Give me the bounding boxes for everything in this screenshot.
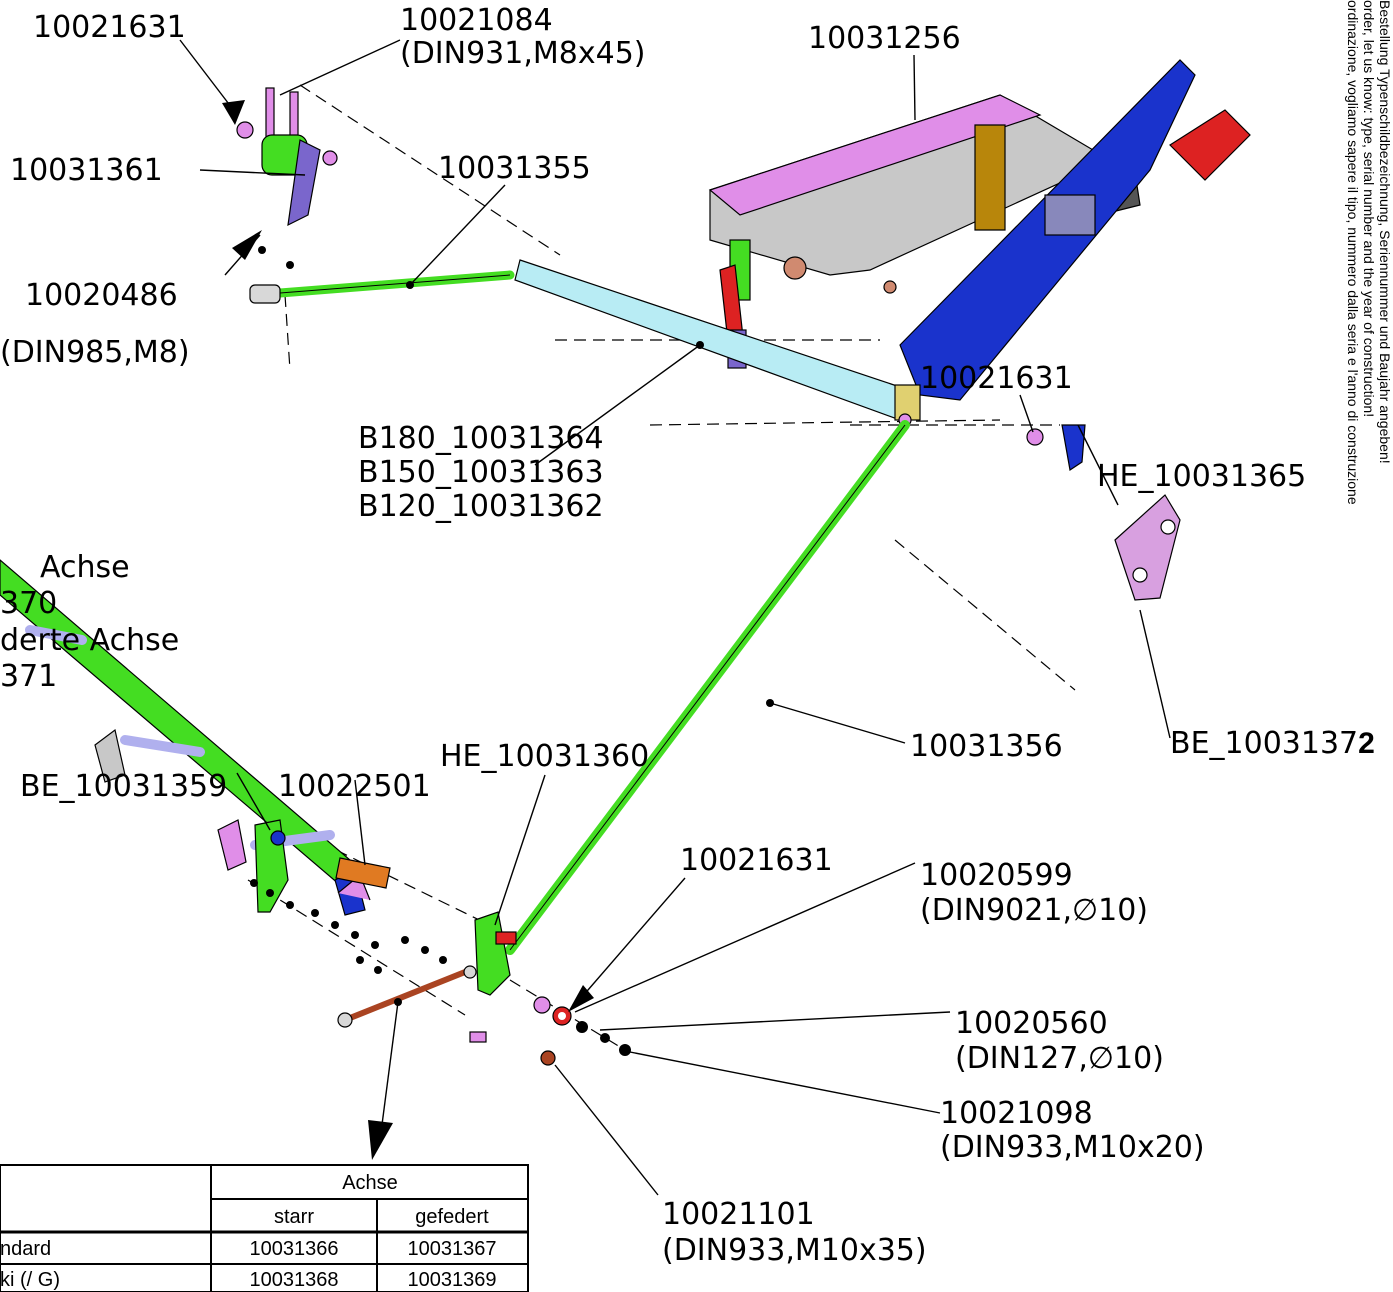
label-10021631-right: 10021631 — [920, 361, 1073, 396]
drawbar-plate — [1044, 194, 1096, 236]
table-col-starr: starr — [274, 1206, 314, 1228]
label-din931: (DIN931,M8x45) — [400, 36, 646, 71]
table-col-gefedert: gefedert — [415, 1206, 489, 1228]
label-he-10031365: HE_10031365 — [1097, 459, 1306, 494]
clip-he-10031365 — [1061, 424, 1086, 472]
label-10021084: 10021084 — [400, 3, 553, 38]
right-small-parts — [1026, 424, 1181, 601]
label-din127: (DIN127,∅10) — [955, 1041, 1164, 1076]
label-b150: B150_10031363 — [358, 455, 604, 490]
label-din933-m10x20: (DIN933,M10x20) — [940, 1130, 1205, 1165]
table-row-2-label: ki (/ G) — [0, 1269, 60, 1291]
bolt-lower — [469, 1031, 487, 1043]
right-clip-dash — [894, 539, 1076, 691]
label-b180: B180_10031364 — [358, 421, 604, 456]
washer-row-dash — [247, 879, 466, 1016]
bolt-din933-20 — [600, 1033, 610, 1043]
drawbar-yellow-bracket — [974, 124, 1006, 231]
nut-10021631-top — [236, 121, 254, 139]
label-10031256: 10031256 — [808, 21, 961, 56]
table-row-1-label: ndard — [0, 1238, 51, 1260]
leader-lines — [179, 39, 1171, 1196]
side-note-it: ordinazione, vogliamo sapere il tipo, nu… — [1345, 0, 1361, 505]
label-din933-m10x35: (DIN933,M10x35) — [662, 1233, 927, 1268]
label-din9021: (DIN9021,∅10) — [920, 893, 1148, 928]
label-10021631-bottom: 10021631 — [680, 843, 833, 878]
top-left-dash — [284, 294, 291, 371]
side-notes: Bestellung Typenschildbezeichnung, Serie… — [1345, 0, 1393, 505]
label-10020560: 10020560 — [955, 1006, 1108, 1041]
label-10021101: 10021101 — [662, 1197, 815, 1232]
purple-lever — [287, 139, 321, 227]
table-row-1-gefedert: 10031367 — [408, 1238, 497, 1260]
tube-link-dash — [649, 419, 1001, 426]
top-dash-line — [299, 84, 561, 256]
table-row-1-starr: 10031366 — [250, 1238, 339, 1260]
label-10021631-topleft: 10021631 — [33, 10, 186, 45]
bracket-he-10031360 — [474, 911, 511, 996]
label-din985: (DIN985,M8) — [0, 335, 190, 370]
label-b120: B120_10031362 — [358, 489, 604, 524]
drawbar-pin-bottom — [883, 280, 897, 294]
table-row-2-starr: 10031368 — [250, 1269, 339, 1291]
washer-din127 — [576, 1021, 588, 1033]
axle-bracket-2 — [217, 819, 247, 871]
table-row-2-gefedert: 10031369 — [408, 1269, 497, 1291]
nut-din985-a — [258, 246, 266, 254]
label-10031355: 10031355 — [438, 151, 591, 186]
side-note-en: order, let us know: type, serial number … — [1361, 0, 1377, 417]
label-derte-achse: derte Achse — [0, 623, 179, 658]
label-be-10031372: BE_10031372 — [1170, 726, 1375, 761]
strut-1 — [25, 625, 87, 645]
plate-10022501 — [335, 857, 391, 889]
label-he-10031360: HE_10031360 — [440, 739, 649, 774]
drawbar-top-magenta — [708, 94, 1042, 216]
tie-rod-brown — [342, 967, 473, 1023]
drawbar-pin — [783, 256, 807, 280]
plate-be-10031372 — [1114, 494, 1181, 601]
axle-bracket-1 — [94, 728, 126, 783]
label-achse: Achse — [40, 550, 130, 585]
label-be-10031359: BE_10031359 — [20, 769, 227, 804]
nut-din985-b — [286, 261, 294, 269]
label-10031361: 10031361 — [10, 153, 163, 188]
labels: 10021631 10021084 (DIN931,M8x45) 1003125… — [0, 3, 1375, 1268]
bolt-din933-35 — [540, 1050, 556, 1066]
washer-top — [322, 150, 338, 166]
table-header-achse: Achse — [342, 1172, 398, 1194]
drawbar-assembly-10031256 — [708, 59, 1251, 401]
washer-row — [250, 879, 447, 974]
nut-10021631-right — [1026, 428, 1044, 446]
label-370: 370 — [0, 586, 57, 621]
label-10021098: 10021098 — [940, 1096, 1093, 1131]
variant-table: Achse starr gefedert ndard 10031366 1003… — [0, 1164, 529, 1292]
label-10020599: 10020599 — [920, 858, 1073, 893]
top-left-bracket-assembly — [236, 87, 515, 304]
label-10031356: 10031356 — [910, 729, 1063, 764]
rod-end-left — [249, 284, 281, 304]
tube-b180-b150-b120 — [514, 259, 921, 427]
lower-axle-assembly — [0, 559, 631, 1066]
label-10022501: 10022501 — [278, 769, 431, 804]
side-note-de: Bestellung Typenschildbezeichnung, Serie… — [1377, 0, 1393, 464]
drawbar-red-eye — [1169, 109, 1251, 181]
label-10020486: 10020486 — [25, 278, 178, 313]
label-371: 371 — [0, 659, 57, 694]
strut-2 — [120, 735, 205, 757]
nut-10021631-bottom — [533, 996, 551, 1014]
